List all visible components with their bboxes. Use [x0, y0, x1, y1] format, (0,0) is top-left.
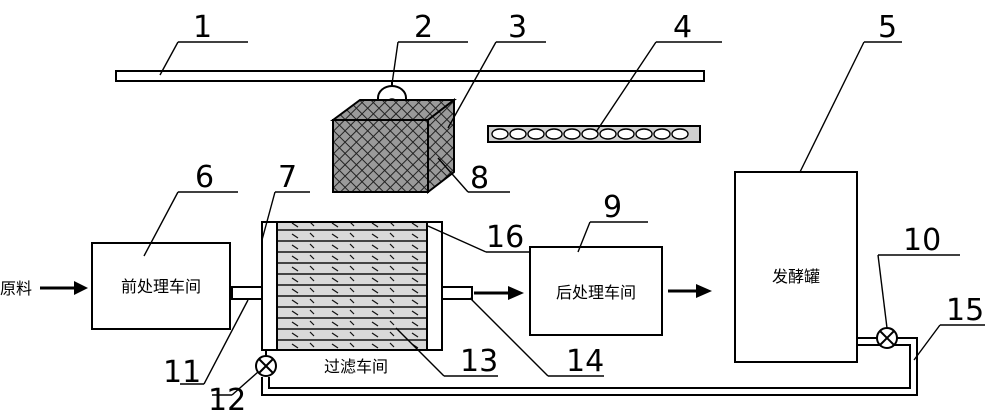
leader-lines — [143, 41, 985, 396]
number-label: 3 — [508, 10, 527, 45]
number-label: 10 — [903, 223, 941, 258]
filter-conveyor-bar — [487, 125, 701, 143]
filtration-tank — [261, 221, 443, 351]
number-label: 7 — [278, 160, 297, 195]
number-label: 1 — [193, 10, 212, 45]
number-label: 15 — [946, 293, 984, 328]
number-label: 9 — [603, 190, 622, 225]
posttreatment-label: 后处理车间 — [556, 283, 636, 302]
posttreatment-box — [529, 246, 663, 336]
number-label: 4 — [673, 10, 692, 45]
fermentation-tank-label: 发酵罐 — [772, 267, 820, 286]
mesh-basket — [329, 97, 457, 195]
filtration-label: 过滤车间 — [324, 357, 388, 376]
fermentation-tank — [734, 171, 858, 363]
raw-material-label: 原料 — [0, 279, 32, 298]
flow-arrow-to-posttreatment — [474, 286, 524, 300]
number-label: 8 — [470, 161, 489, 196]
inlet-port — [231, 286, 263, 300]
pretreatment-label: 前处理车间 — [121, 277, 201, 296]
valve-12 — [255, 355, 277, 377]
flow-arrow-to-fermenter — [668, 284, 712, 298]
number-label: 12 — [208, 383, 246, 418]
number-label: 13 — [460, 344, 498, 379]
raw-material-arrow — [40, 281, 88, 295]
number-label: 16 — [486, 220, 524, 255]
valve-10 — [876, 327, 898, 349]
overhead-rail — [115, 70, 705, 82]
pretreatment-box — [91, 242, 231, 330]
outlet-port — [441, 286, 473, 300]
number-label: 6 — [195, 160, 214, 195]
number-label: 11 — [163, 355, 201, 390]
number-label: 14 — [566, 344, 604, 379]
number-label: 5 — [878, 10, 897, 45]
number-label: 2 — [414, 10, 433, 45]
